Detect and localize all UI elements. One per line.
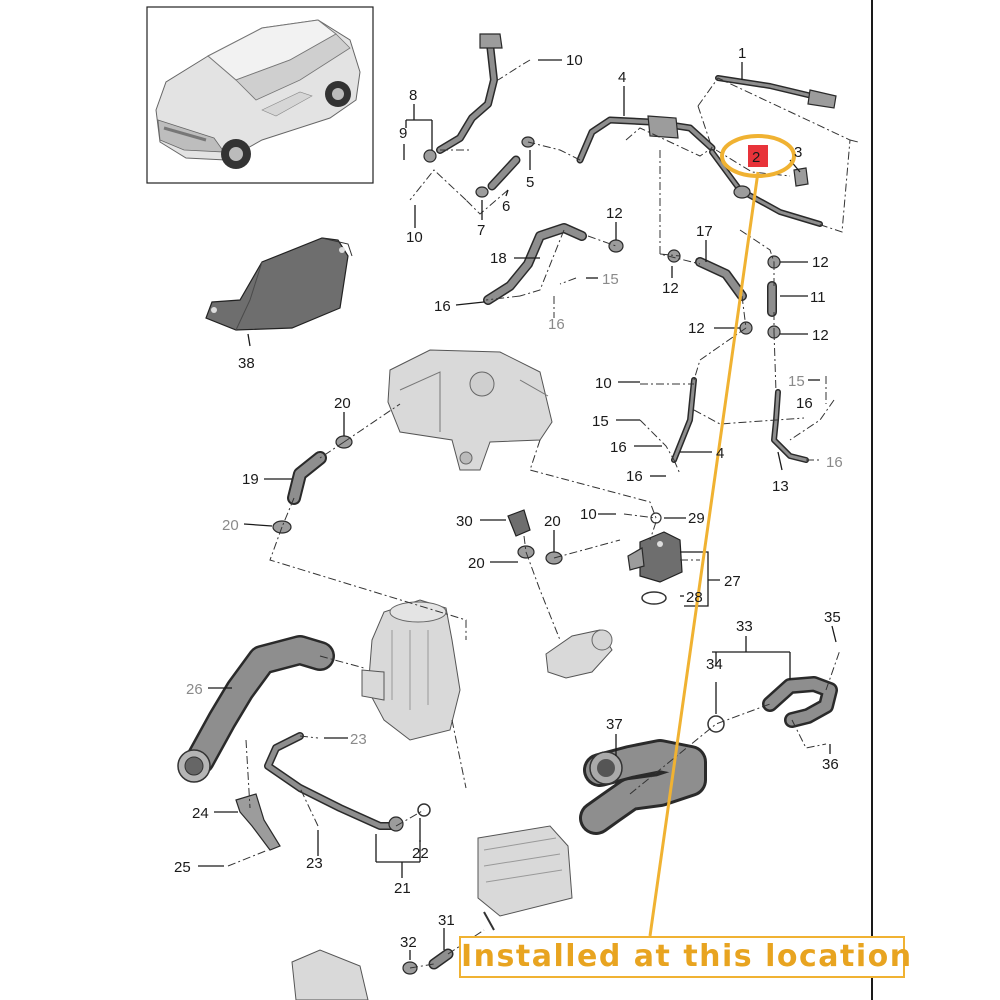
oil-cooler	[477, 825, 573, 931]
callout-label: Installed at this location	[459, 936, 911, 978]
part-label-5: 5	[526, 174, 534, 191]
part-label-20d: 20	[468, 555, 485, 572]
part-label-3: 3	[794, 144, 802, 161]
part-label-1: 1	[738, 45, 746, 62]
engine-block-upper	[387, 349, 553, 471]
part-label-12a: 12	[606, 205, 623, 222]
part-label-4b: 4	[716, 445, 724, 462]
part-label-9: 9	[399, 125, 407, 142]
bottom-bracket	[291, 949, 369, 1000]
part-label-20a: 20	[334, 395, 351, 412]
callout-leader-line	[648, 171, 760, 937]
part-label-38: 38	[238, 355, 255, 372]
part-label-16d: 16	[626, 468, 643, 485]
part-label-13: 13	[772, 478, 789, 495]
part-label-30: 30	[456, 513, 473, 530]
part-label-36: 36	[822, 756, 839, 773]
part-label-17: 17	[696, 223, 713, 240]
assembly-lines	[227, 59, 859, 969]
part-label-10a: 10	[566, 52, 583, 69]
part-label-15b: 15	[592, 413, 609, 430]
part-label-8: 8	[409, 87, 417, 104]
part-label-10b: 10	[406, 229, 423, 246]
connector-assembly	[545, 629, 613, 679]
part-label-2: 2	[752, 149, 760, 166]
part-label-12c: 12	[812, 254, 829, 271]
part-label-31: 31	[438, 912, 455, 929]
part-label-16c: 16	[610, 439, 627, 456]
part-label-23a: 23	[350, 731, 367, 748]
part-label-6: 6	[502, 198, 510, 215]
part-label-18: 18	[490, 250, 507, 267]
part-labels: 1 2 3 4 4 5 6 7 8 9 10 10 10 10 11 12 12…	[174, 45, 843, 951]
part-label-7: 7	[477, 222, 485, 239]
leader-lines	[198, 59, 837, 960]
part-label-12d: 12	[688, 320, 705, 337]
part-label-26: 26	[186, 681, 203, 698]
part-label-22: 22	[412, 845, 429, 862]
part-label-24: 24	[192, 805, 209, 822]
clamps-group	[272, 136, 781, 975]
part-label-37: 37	[606, 716, 623, 733]
part-label-28: 28	[686, 589, 703, 606]
hose-group	[177, 33, 838, 970]
part-label-25: 25	[174, 859, 191, 876]
part-label-21: 21	[394, 880, 411, 897]
part-label-16b: 16	[548, 316, 565, 333]
highlight-badge	[748, 145, 768, 167]
highlight-ring	[720, 134, 796, 178]
part-label-16f: 16	[826, 454, 843, 471]
part-label-11: 11	[810, 289, 826, 306]
part-label-16e: 16	[796, 395, 813, 412]
pump-unit	[627, 531, 683, 583]
part-label-32: 32	[400, 934, 417, 951]
vehicle-thumbnail	[146, 6, 374, 184]
part-label-33: 33	[736, 618, 753, 635]
part-label-15c: 15	[788, 373, 805, 390]
part-label-29: 29	[688, 510, 705, 527]
part-label-20b: 20	[222, 517, 239, 534]
part-label-10c: 10	[595, 375, 612, 392]
part-label-16a: 16	[434, 298, 451, 315]
oil-filter-housing	[361, 599, 461, 741]
highlight-callout	[648, 134, 796, 937]
part-label-34: 34	[706, 656, 723, 673]
heat-shield	[205, 237, 353, 331]
part-label-20c: 20	[544, 513, 561, 530]
part-label-12e: 12	[812, 327, 829, 344]
part-label-23b: 23	[306, 855, 323, 872]
part-label-35: 35	[824, 609, 841, 626]
part-label-27: 27	[724, 573, 741, 590]
part-label-15a: 15	[602, 271, 619, 288]
part-label-19: 19	[242, 471, 259, 488]
part-label-12b: 12	[662, 280, 679, 297]
part-label-4: 4	[618, 69, 626, 86]
part-label-10d: 10	[580, 506, 597, 523]
